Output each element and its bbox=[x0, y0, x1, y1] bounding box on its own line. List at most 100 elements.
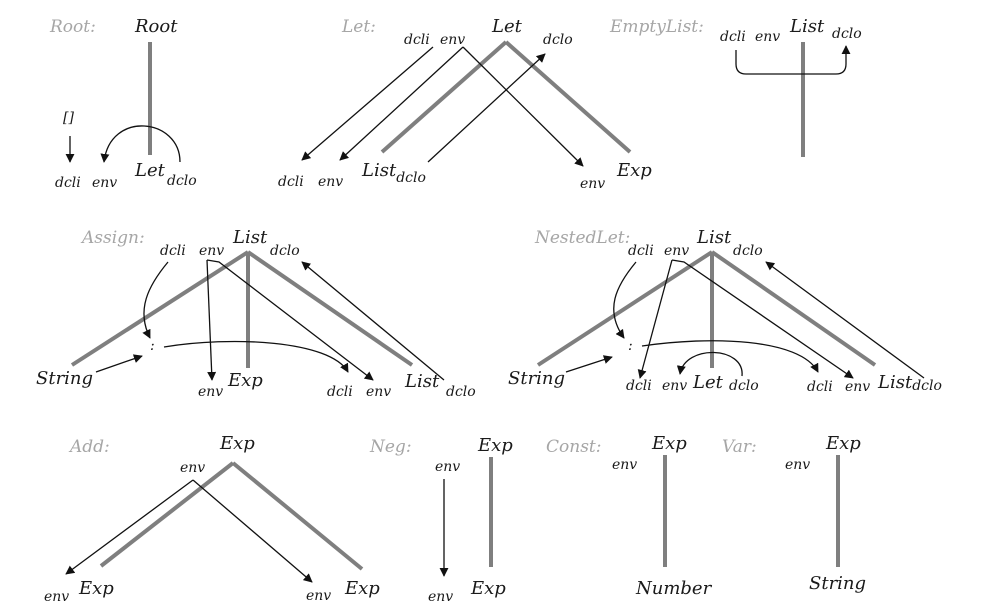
node-neg-root: Exp bbox=[477, 435, 513, 456]
flow-env-to-left-env bbox=[65, 479, 194, 575]
tree-edge-add-left bbox=[99, 461, 235, 568]
flow-env-to-list-env bbox=[339, 46, 464, 161]
attr-emptylist-dcli: dcli bbox=[720, 29, 746, 45]
node-add-right-exp: Exp bbox=[344, 578, 380, 599]
attr-nestedlet-dcli: dcli bbox=[628, 243, 654, 259]
attr-let-dcli: dcli bbox=[626, 378, 652, 394]
flow-list-dclo-to-dclo bbox=[765, 261, 925, 379]
flow-env-to-exp-env bbox=[206, 259, 217, 381]
node-nestedlet-string: String bbox=[508, 368, 565, 389]
const-rule: Const: Exp env Number bbox=[546, 433, 713, 599]
rule-name-var: Var: bbox=[722, 437, 757, 457]
node-let-exp: Exp bbox=[616, 160, 652, 181]
neg-rule: Neg: Exp env env Exp bbox=[369, 435, 513, 605]
node-assign-list: List bbox=[404, 371, 440, 392]
flow-dcli-to-list-dcli bbox=[301, 46, 434, 161]
node-let-root: Let bbox=[491, 16, 523, 37]
node-nestedlet-list: Listdclo bbox=[877, 372, 942, 394]
attr-assign-env: env bbox=[199, 243, 224, 259]
node-list-sub-dclo: dclo bbox=[396, 170, 426, 186]
attr-neg-env: env bbox=[435, 459, 460, 475]
node-var-root: Exp bbox=[825, 433, 861, 454]
node-assign-exp: Exp bbox=[227, 370, 263, 391]
flow-string-to-colon bbox=[95, 354, 143, 373]
assign-rule: Assign: List dcli env dclo : String env … bbox=[36, 227, 476, 400]
flow-colon-to-list-dcli bbox=[163, 340, 349, 373]
attr-left-env: env bbox=[44, 589, 69, 605]
flow-env-to-right-env bbox=[192, 479, 313, 583]
attr-list-dclo: dclo bbox=[446, 384, 476, 400]
rule-name-root: Root: bbox=[49, 17, 96, 37]
tree-edge-let-list bbox=[380, 40, 508, 154]
flow-list-dclo-to-dclo bbox=[427, 53, 546, 163]
node-emptylist-root: List bbox=[789, 16, 825, 37]
attr-assign-dclo: dclo bbox=[270, 243, 300, 259]
node-let: Let bbox=[134, 160, 166, 181]
attr-list-dcli: dcli bbox=[278, 174, 304, 190]
flow-dclo-to-env bbox=[100, 125, 181, 163]
attr-var-env: env bbox=[785, 457, 810, 473]
attr-list-dcli: dcli bbox=[807, 379, 833, 395]
flow-env-to-let-dcli bbox=[637, 259, 673, 379]
attr-nestedlet-dclo: dclo bbox=[733, 243, 763, 259]
flow-list-dclo-to-dclo bbox=[301, 261, 445, 381]
node-nestedlet-let: Let bbox=[692, 372, 724, 393]
attr-let-env: env bbox=[440, 32, 465, 48]
tree-edge-let-exp bbox=[504, 40, 632, 154]
rule-name-let: Let: bbox=[341, 17, 376, 37]
attr-let-dclo: dclo bbox=[543, 32, 573, 48]
node-add-root: Exp bbox=[219, 433, 255, 454]
flow-dcli-to-colon bbox=[613, 261, 637, 339]
attr-exp-env: env bbox=[580, 176, 605, 192]
root-rule: Root: Root [] Let dcli env dclo bbox=[49, 16, 197, 191]
tree-edge-assign-list bbox=[246, 250, 414, 367]
node-add-left-exp: Exp bbox=[78, 578, 114, 599]
empty-list-value: [] bbox=[63, 110, 74, 126]
node-var-string: String bbox=[809, 573, 866, 594]
attr-nestedlet-env: env bbox=[664, 243, 689, 259]
attr-dclo: dclo bbox=[167, 173, 197, 189]
var-rule: Var: Exp env String bbox=[722, 433, 866, 594]
node-assign-root: List bbox=[232, 227, 268, 248]
node-nestedlet-list-sub-dclo: dclo bbox=[912, 378, 942, 394]
node-root: Root bbox=[134, 16, 178, 37]
attr-assign-dcli: dcli bbox=[160, 243, 186, 259]
attr-exp-env: env bbox=[198, 384, 223, 400]
attr-let-env: env bbox=[662, 378, 687, 394]
rule-name-const: Const: bbox=[546, 437, 601, 457]
tree-edge-assign-string bbox=[70, 250, 250, 367]
flow-dcli-to-colon bbox=[142, 261, 169, 339]
node-const-root: Exp bbox=[651, 433, 687, 454]
attr-list-env: env bbox=[845, 379, 870, 395]
attr-emptylist-env: env bbox=[755, 29, 780, 45]
emptylist-rule: EmptyList: List dcli env dclo bbox=[609, 16, 862, 157]
flow-string-to-colon bbox=[565, 355, 613, 373]
node-nestedlet-root: List bbox=[696, 227, 732, 248]
flow-env-to-list-env bbox=[671, 259, 854, 379]
flow-let-dclo-to-env bbox=[676, 351, 743, 377]
node-list-label: List bbox=[361, 160, 397, 181]
flow-colon-to-list-dcli bbox=[641, 340, 819, 373]
attr-let-dcli: dcli bbox=[404, 32, 430, 48]
attr-list-env: env bbox=[318, 174, 343, 190]
rule-name-neg: Neg: bbox=[369, 437, 412, 457]
node-assign-string: String bbox=[36, 368, 93, 389]
flow-dcli-to-dclo bbox=[735, 45, 851, 75]
rule-name-nestedlet: NestedLet: bbox=[534, 228, 630, 248]
let-rule: Let: Let dcli env dclo dcli env Listdclo… bbox=[278, 16, 652, 192]
attr-list-env: env bbox=[366, 384, 391, 400]
add-rule: Add: Exp env env Exp env Exp bbox=[44, 433, 380, 605]
attr-emptylist-dclo: dclo bbox=[832, 26, 862, 42]
tree-edge-nestedlet-string bbox=[536, 250, 714, 367]
attr-let-dclo: dclo bbox=[729, 378, 759, 394]
tree-edge-nestedlet-list bbox=[710, 250, 877, 367]
rule-name-add: Add: bbox=[68, 437, 110, 457]
attr-neg-child-env: env bbox=[428, 589, 453, 605]
attr-env: env bbox=[92, 175, 117, 191]
attr-add-env: env bbox=[180, 460, 205, 476]
assign-colon: : bbox=[150, 338, 155, 354]
flow-env-to-exp-env bbox=[462, 46, 584, 167]
node-let-list: Listdclo bbox=[361, 160, 426, 186]
attr-const-env: env bbox=[612, 457, 637, 473]
